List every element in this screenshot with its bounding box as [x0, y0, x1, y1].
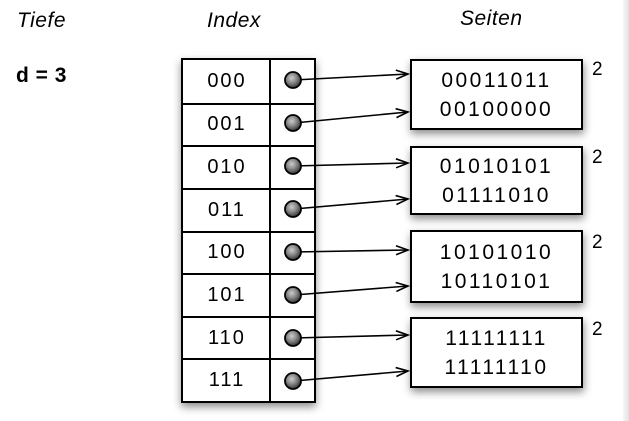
index-entry-011: 011 [183, 187, 269, 231]
page-0-line-1: 00100000 [439, 97, 554, 121]
local-depth-page-3: 2 [592, 319, 603, 340]
index-entry-010: 010 [183, 145, 269, 188]
page-box-0: 00011011 00100000 [410, 59, 583, 130]
page-1-line-0: 01010101 [439, 154, 554, 178]
index-entry-101: 101 [183, 273, 269, 316]
pointer-cell-101 [269, 273, 314, 316]
page-1-line-1: 01111010 [442, 183, 551, 207]
index-entry-001: 001 [183, 102, 269, 146]
local-depth-page-1: 2 [592, 147, 603, 168]
index-entry-111: 111 [183, 358, 269, 401]
pointer-cell-010 [269, 145, 314, 188]
index-entry-100: 100 [183, 230, 269, 274]
global-depth-value: d = 3 [16, 64, 67, 87]
page-box-1: 01010101 01111010 [410, 146, 583, 215]
page-2-line-0: 10101010 [439, 240, 554, 264]
pointer-cell-001 [269, 102, 314, 146]
pointer-cell-100 [269, 230, 314, 274]
page-right-edge [623, 0, 629, 421]
page-2-line-1: 10110101 [440, 269, 553, 293]
pointer-cell-011 [269, 187, 314, 231]
local-depth-page-0: 2 [592, 59, 603, 80]
pointer-cell-111 [269, 358, 314, 401]
tiefe-heading: Tiefe [17, 9, 67, 32]
page-3-line-1: 11111110 [444, 355, 549, 379]
seiten-heading: Seiten [460, 7, 523, 30]
pointer-cell-000 [269, 60, 314, 103]
index-table: 000 001 010 011 100 101 110 111 [181, 58, 316, 403]
page-3-line-0: 11111111 [445, 326, 548, 350]
page-0-line-0: 00011011 [441, 68, 552, 92]
pointer-cell-110 [269, 315, 314, 359]
index-entry-000: 000 [207, 69, 247, 92]
local-depth-page-2: 2 [592, 232, 603, 253]
index-entry-110: 110 [183, 315, 269, 359]
page-box-3: 11111111 11111110 [410, 317, 583, 388]
index-heading: Index [207, 9, 261, 32]
page-box-2: 10101010 10110101 [410, 230, 583, 303]
